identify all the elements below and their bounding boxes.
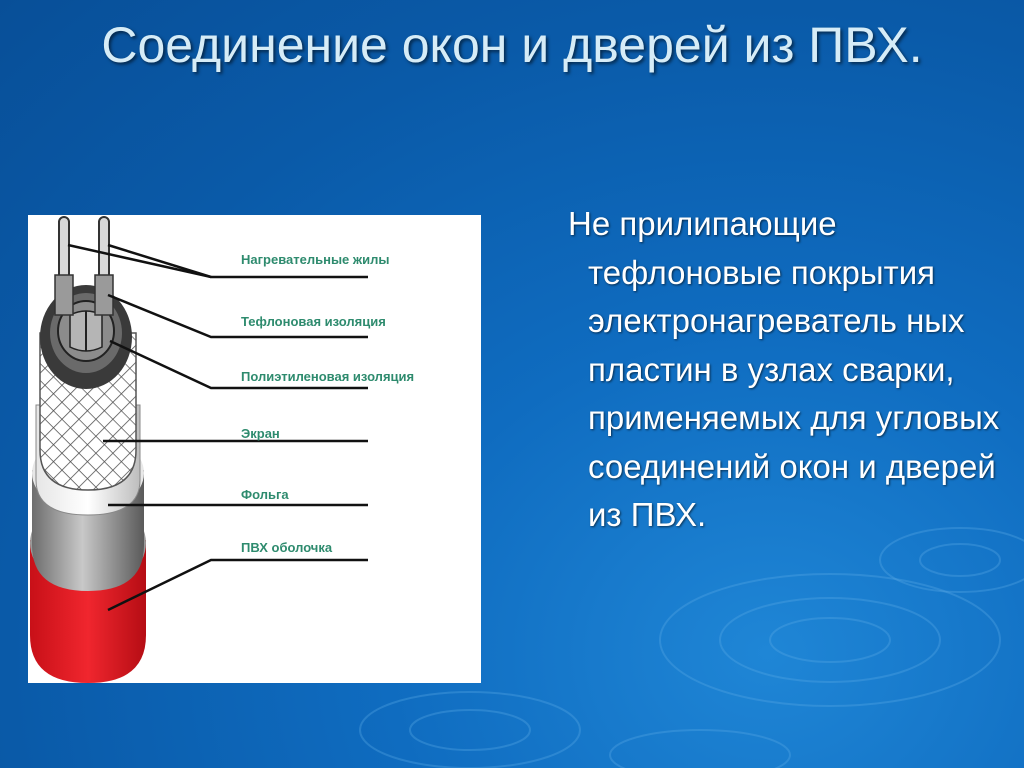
label-foil: Фольга: [241, 487, 289, 502]
leader-lines: [67, 243, 368, 612]
slide-title: Соединение окон и дверей из ПВХ.: [101, 17, 923, 73]
heating-cores: [54, 216, 114, 316]
cable-diagram: Нагревательные жилы Тефлоновая изоляция …: [28, 215, 481, 683]
teflon-layer: [57, 300, 115, 362]
label-screen: Экран: [241, 426, 280, 441]
label-heating-cores: Нагревательные жилы: [241, 252, 389, 267]
label-polyethylene-insulation: Полиэтиленовая изоляция: [241, 369, 414, 384]
label-pvc-sheath: ПВХ оболочка: [241, 540, 333, 555]
cable-cross-section-svg: Нагревательные жилы Тефлоновая изоляция …: [30, 216, 414, 683]
bullet-text: Не прилипающие тефлоновые покрытия элект…: [568, 205, 1000, 533]
label-teflon-insulation: Тефлоновая изоляция: [241, 314, 386, 329]
